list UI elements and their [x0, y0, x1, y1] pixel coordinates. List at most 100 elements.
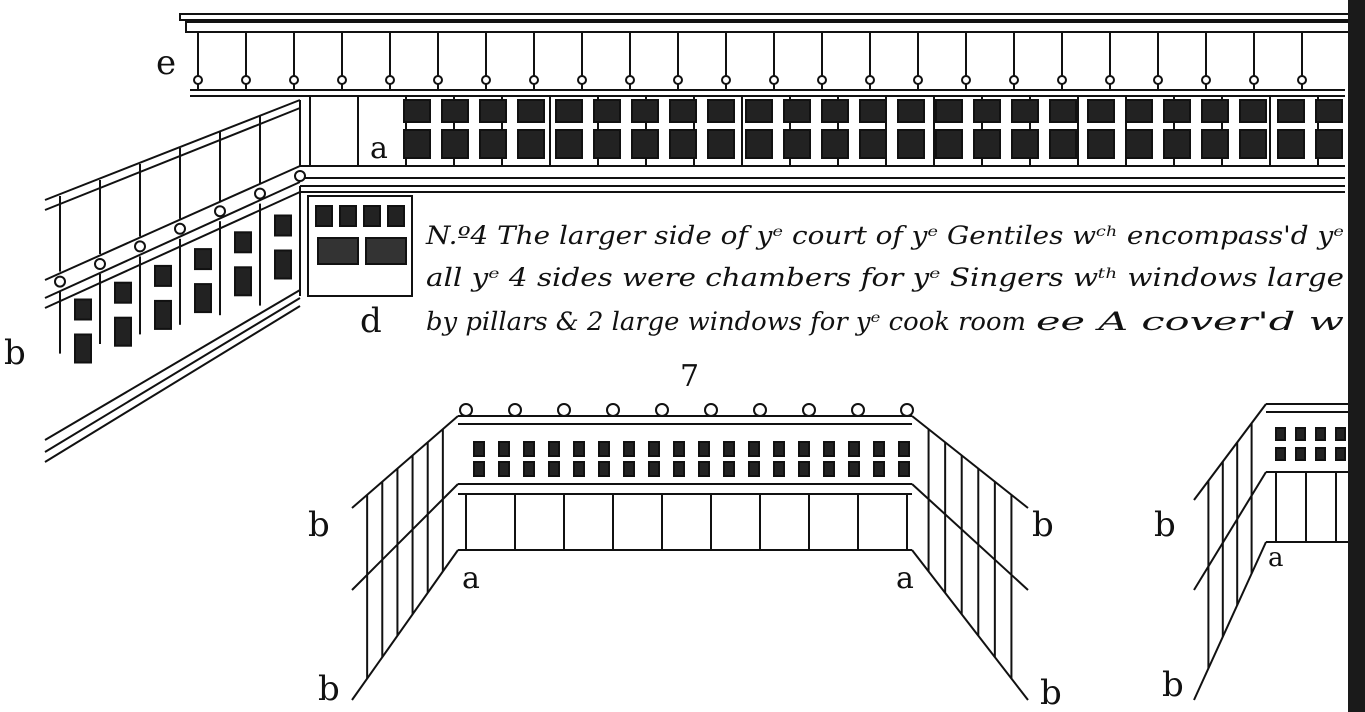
window: [773, 441, 785, 457]
window: [848, 461, 860, 477]
pillar-knob: [1249, 75, 1259, 85]
pillar-knob: [289, 75, 299, 85]
window: [498, 441, 510, 457]
window: [1049, 129, 1077, 159]
window: [1201, 99, 1229, 123]
window: [698, 441, 710, 457]
roof-knob: [802, 403, 816, 417]
window: [748, 441, 760, 457]
roof-knob: [900, 403, 914, 417]
window: [935, 129, 963, 159]
window: [707, 129, 735, 159]
window: [1087, 99, 1115, 123]
pillar-knob: [214, 205, 226, 218]
pillar-knob: [174, 222, 186, 235]
window: [897, 99, 925, 123]
window: [1239, 99, 1267, 123]
window: [1125, 129, 1153, 159]
roof-knob: [753, 403, 767, 417]
window: [1201, 129, 1229, 159]
pillar-knob: [913, 75, 923, 85]
window: [1295, 427, 1306, 441]
label-e-top: e: [156, 43, 176, 83]
window: [593, 99, 621, 123]
caption-line-3-tail: ee A cover'd w: [1036, 307, 1344, 336]
label-figure-7: 7: [680, 359, 699, 394]
window: [473, 461, 485, 477]
window: [745, 99, 773, 123]
window: [114, 316, 132, 347]
window: [783, 129, 811, 159]
label-a-right-court: a: [896, 561, 914, 596]
caption-line-3: by pillars & 2 large windows for yᵉ cook…: [426, 307, 1026, 336]
label-a-left-court: a: [462, 561, 480, 596]
pillar-knob: [769, 75, 779, 85]
roof-knob: [557, 403, 571, 417]
pillar-knob: [577, 75, 587, 85]
window: [631, 129, 659, 159]
pillar-knob: [54, 275, 66, 288]
window: [821, 129, 849, 159]
window: [673, 441, 685, 457]
window: [1087, 129, 1115, 159]
window: [498, 461, 510, 477]
window: [517, 99, 545, 123]
window: [194, 283, 212, 314]
pillar-knob: [481, 75, 491, 85]
pillar-knob: [1105, 75, 1115, 85]
window: [897, 129, 925, 159]
window: [623, 461, 635, 477]
window: [1315, 99, 1343, 123]
window: [74, 333, 92, 364]
pillar-knob: [294, 170, 306, 182]
top-window-row: [403, 99, 1343, 159]
label-b-left: b: [4, 333, 26, 373]
window: [479, 129, 507, 159]
pillar-knob: [193, 75, 203, 85]
label-b-upper-left: b: [308, 505, 330, 545]
window: [1125, 99, 1153, 123]
pillar-knob: [337, 75, 347, 85]
pillar-knob: [673, 75, 683, 85]
window: [1163, 129, 1191, 159]
window: [823, 441, 835, 457]
window: [315, 205, 333, 227]
window: [598, 441, 610, 457]
window: [673, 461, 685, 477]
window: [745, 129, 773, 159]
window: [798, 441, 810, 457]
left-wing-pillars: [54, 100, 306, 354]
far-court-windows: [1275, 427, 1346, 461]
window: [517, 129, 545, 159]
window: [1049, 99, 1077, 123]
pillar-knob: [94, 258, 106, 270]
window: [935, 99, 963, 123]
window: [1315, 427, 1326, 441]
window: [1239, 129, 1267, 159]
corner-windows: [315, 205, 407, 265]
window: [194, 248, 212, 271]
window: [723, 441, 735, 457]
window: [898, 461, 910, 477]
pillar-knob: [1297, 75, 1307, 85]
window: [548, 441, 560, 457]
window: [1275, 447, 1286, 461]
roof-knob: [459, 403, 473, 417]
window: [783, 99, 811, 123]
window: [648, 441, 660, 457]
window: [74, 298, 92, 321]
window: [573, 441, 585, 457]
window: [403, 99, 431, 123]
pillar-knob: [961, 75, 971, 85]
window: [698, 461, 710, 477]
pillar-knob: [1153, 75, 1163, 85]
window: [821, 99, 849, 123]
label-b-lower-left: b: [318, 669, 340, 709]
window: [669, 129, 697, 159]
window: [403, 129, 431, 159]
window: [1275, 427, 1286, 441]
window: [555, 129, 583, 159]
pillar-knob: [865, 75, 875, 85]
roof-knob: [655, 403, 669, 417]
